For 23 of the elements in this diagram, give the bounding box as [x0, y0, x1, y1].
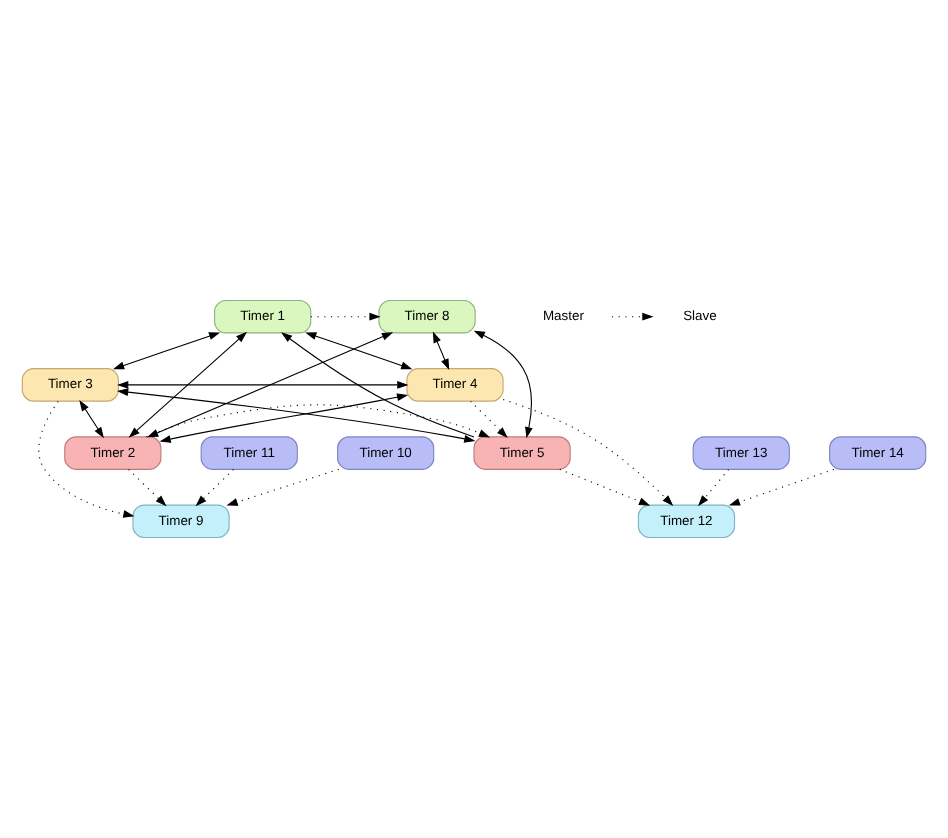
arrow [432, 331, 450, 371]
arrow [79, 399, 104, 439]
arrow [502, 399, 674, 506]
arrow [145, 404, 491, 438]
arrow [195, 468, 234, 507]
arrow [112, 332, 221, 370]
arrow [281, 332, 475, 438]
arrow [128, 468, 167, 507]
arrow [559, 468, 651, 506]
arrow [470, 400, 508, 438]
arrow [128, 331, 248, 438]
arrow [38, 400, 135, 518]
arrow [147, 332, 394, 438]
arrow [473, 330, 533, 439]
arrow [611, 312, 654, 321]
arrow [698, 468, 730, 507]
arrow [728, 468, 835, 506]
arrow [226, 468, 340, 506]
arrow [159, 393, 409, 443]
arrow [310, 312, 381, 321]
arrow [117, 388, 476, 443]
arrow [117, 380, 409, 389]
arrow [305, 332, 413, 370]
